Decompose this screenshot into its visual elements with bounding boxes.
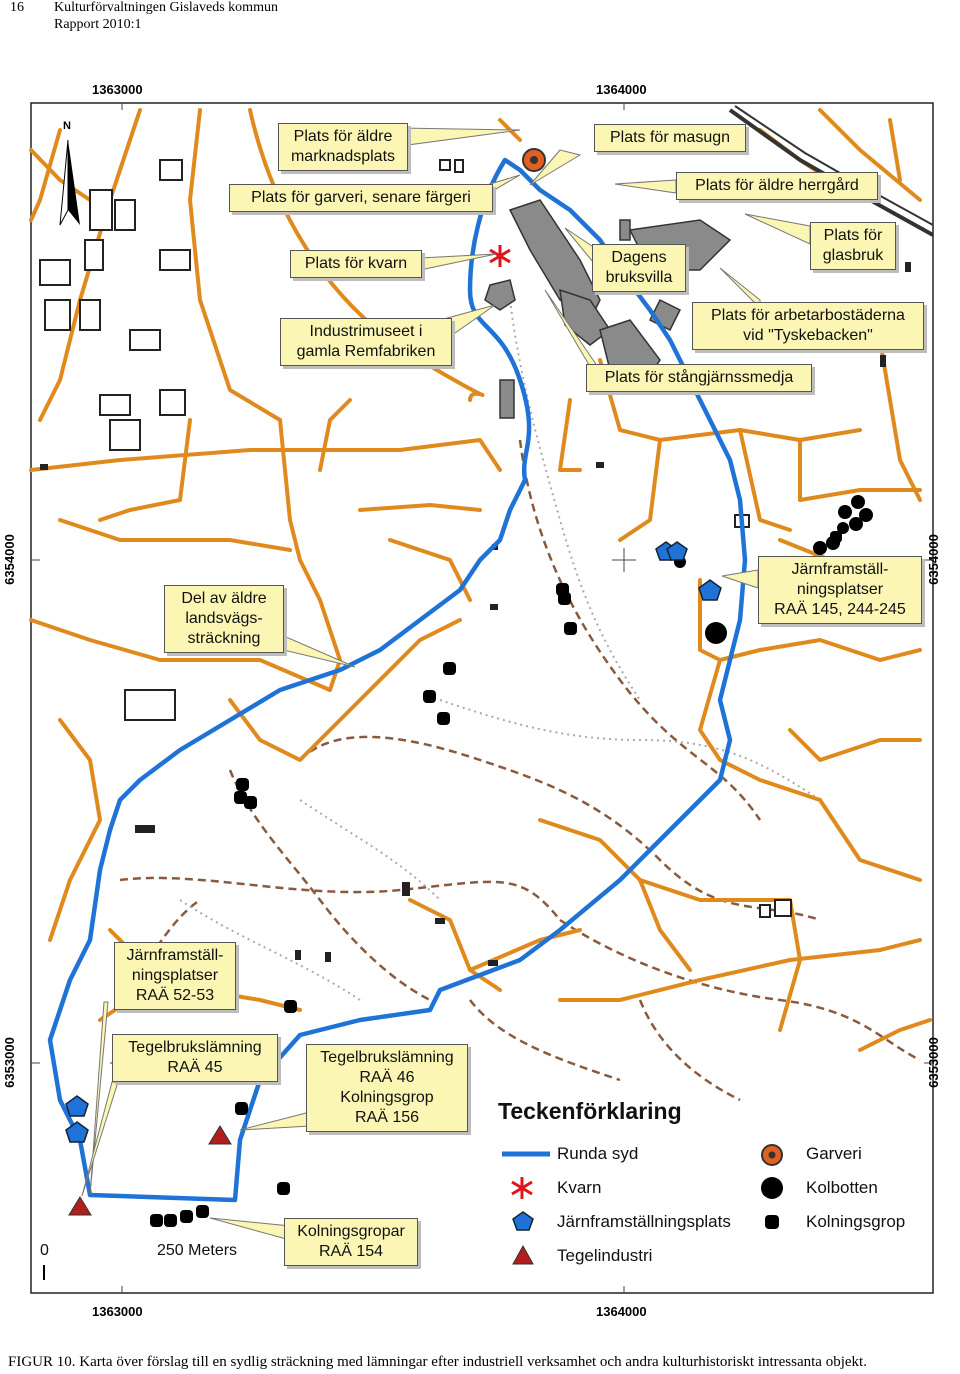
callout-text: RAÄ 45 (167, 1059, 223, 1076)
callout-raa-46: Tegelbrukslämning RAÄ 46 Kolningsgrop RA… (306, 1044, 468, 1132)
callout-bruksvilla: Dagens bruksvilla (592, 244, 686, 292)
callout-garveri: Plats för garveri, senare färgeri (229, 184, 493, 212)
callout-landsvag: Del av äldre landsvägs- sträckning (164, 585, 284, 653)
coord-y-lower-left: 6353000 (1, 1037, 17, 1088)
callout-glasbruk: Plats för glasbruk (810, 222, 896, 270)
callout-text: glasbruk (822, 247, 884, 264)
callout-text: ningsplatser (131, 967, 219, 984)
page-header: 16 Kulturförvaltningen Gislaveds kommun (10, 0, 278, 16)
callout-text: Tegelbrukslämning (128, 1039, 262, 1056)
callout-text: Dagens (611, 249, 667, 266)
callout-text: Tegelbrukslämning (320, 1049, 454, 1066)
callout-text: sträckning (187, 630, 261, 647)
callout-marknadsplats: Plats för äldre marknadsplats (278, 123, 408, 171)
callout-text: Järnframställ- (126, 947, 224, 964)
legend-title: Teckenförklaring (498, 1098, 682, 1124)
building-outlines (39, 159, 792, 918)
callout-text: Plats för masugn (609, 129, 731, 146)
callout-text: Järnframställ- (791, 561, 889, 578)
trails (179, 299, 821, 1001)
callout-text: Plats för (823, 227, 883, 244)
callout-text: Plats för stångjärnssmedja (604, 369, 794, 386)
coord-x-bottom-left: 1363000 (92, 1304, 143, 1319)
callout-text: Plats för arbetarbostäderna (711, 307, 905, 324)
report-id: Rapport 2010:1 (54, 17, 142, 32)
legend-kolbotten-icon (761, 1177, 783, 1199)
callout-text: Plats för äldre herrgård (695, 177, 859, 194)
figure-caption: FIGUR 10. Karta över förslag till en syd… (8, 1354, 867, 1370)
legend-label-kolningsgrop: Kolningsgrop (806, 1212, 906, 1231)
coord-x-top-left: 1363000 (92, 82, 143, 97)
kolningsgrop-markers (150, 531, 842, 1227)
callout-raa-154: Kolningsgropar RAÄ 154 (284, 1218, 418, 1266)
callout-text: Industrimuseet i (309, 323, 423, 340)
callout-raa-52: Järnframställ- ningsplatser RAÄ 52-53 (114, 942, 236, 1010)
callout-text: RAÄ 156 (354, 1109, 420, 1126)
legend-label-jarnframstallning: Järnframställningsplats (557, 1212, 731, 1231)
tegelindustri-markers (68, 1125, 232, 1216)
callout-text: RAÄ 145, 244-245 (774, 601, 906, 618)
callout-text: marknadsplats (290, 148, 396, 165)
callout-text: gamla Remfabriken (296, 343, 436, 360)
scale-start: 0 (40, 1242, 49, 1259)
callout-text: Kolningsgropar (297, 1223, 405, 1240)
map-frame (30, 102, 934, 1294)
legend-symbols (502, 1144, 783, 1265)
garveri-marker (522, 148, 546, 172)
callout-text: Del av äldre (181, 590, 267, 607)
callout-industrimuseet: Industrimuseet i gamla Remfabriken (280, 318, 452, 366)
legend-triangle-icon (512, 1244, 534, 1265)
callout-text: RAÄ 52-53 (135, 987, 215, 1004)
callout-text: Plats för garveri, senare färgeri (251, 189, 471, 206)
callout-masugn: Plats för masugn (594, 124, 746, 152)
legend-label-tegelindustri: Tegelindustri (557, 1246, 653, 1265)
legend-kolningsgrop-icon (765, 1215, 779, 1229)
jarnframstallning-markers (65, 541, 722, 1143)
callout-text: ningsplatser (796, 581, 884, 598)
callout-text: landsvägs- (185, 610, 263, 627)
north-arrow-icon (59, 139, 80, 226)
callout-stangjarnssmedja: Plats för stångjärnssmedja (586, 364, 812, 392)
coord-y-upper-right: 6354000 (925, 534, 941, 585)
legend-garveri-icon (761, 1144, 783, 1166)
callout-text: RAÄ 154 (318, 1243, 384, 1260)
legend-label-kvarn: Kvarn (557, 1178, 602, 1197)
callout-kvarn: Plats för kvarn (290, 250, 422, 278)
callout-raa-45: Tegelbrukslämning RAÄ 45 (112, 1034, 278, 1082)
legend-label-garveri: Garveri (806, 1144, 862, 1163)
scale-end: 250 Meters (157, 1242, 238, 1259)
callout-raa-145: Järnframställ- ningsplatser RAÄ 145, 244… (758, 556, 922, 624)
coord-x-bottom-right: 1364000 (596, 1304, 647, 1319)
callout-text: Plats för kvarn (304, 255, 408, 272)
legend-label-route: Runda syd (557, 1144, 639, 1163)
page-number: 16 (10, 0, 24, 15)
legend-kvarn-icon (511, 1177, 533, 1199)
org-name: Kulturförvaltningen Gislaveds kommun (54, 0, 278, 15)
coord-y-upper-left: 6354000 (1, 534, 17, 585)
callout-arbetarbostader: Plats för arbetarbostäderna vid "Tyskeba… (692, 302, 924, 350)
legend-pentagon-icon (512, 1211, 534, 1231)
callout-text: Kolningsgrop (340, 1089, 434, 1106)
coord-y-lower-right: 6353000 (925, 1037, 941, 1088)
callout-text: RAÄ 46 (359, 1069, 415, 1086)
callout-text: vid "Tyskebacken" (743, 327, 873, 344)
coord-x-top-right: 1364000 (596, 82, 647, 97)
legend-label-kolbotten: Kolbotten (806, 1178, 878, 1197)
callout-text: bruksvilla (605, 269, 673, 286)
route-runda-syd (47, 157, 748, 1203)
callout-herrgard: Plats för äldre herrgård (676, 172, 878, 200)
kvarn-marker (489, 245, 511, 267)
callout-text: Plats för äldre (293, 128, 393, 145)
north-label: N (63, 120, 71, 132)
